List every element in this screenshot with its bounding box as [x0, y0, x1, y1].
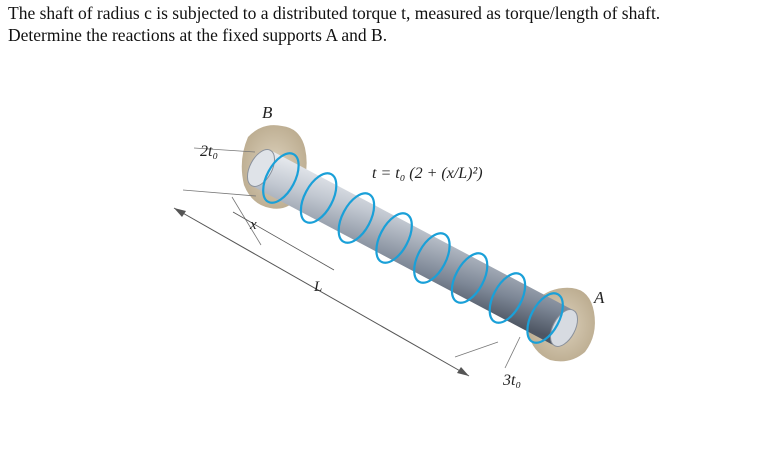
label-2t0: 2t₀	[200, 143, 218, 160]
problem-line-2: Determine the reactions at the fixed sup…	[8, 25, 388, 45]
problem-statement: The shaft of radius c is subjected to a …	[8, 2, 778, 46]
torque-loop	[526, 292, 564, 344]
distributed-torque-helix	[262, 152, 564, 344]
torque-loop	[337, 192, 376, 244]
label-B: B	[262, 103, 273, 122]
shaft-end-A	[549, 309, 579, 347]
torque-loop	[413, 232, 451, 284]
shaft-end-B	[246, 149, 276, 187]
torque-loop	[262, 152, 300, 204]
torque-loop	[450, 252, 489, 304]
label-x: x	[249, 217, 257, 233]
torque-loop	[375, 212, 413, 264]
label-A: A	[593, 288, 605, 307]
torque-loop	[299, 172, 338, 224]
label-L: L	[313, 279, 322, 295]
torque-loop	[488, 272, 527, 324]
label-3t0: 3t₀	[502, 372, 521, 389]
problem-line-1: The shaft of radius c is subjected to a …	[8, 3, 661, 23]
torque-equation: t = t₀ (2 + (x/L)²)	[372, 165, 483, 182]
